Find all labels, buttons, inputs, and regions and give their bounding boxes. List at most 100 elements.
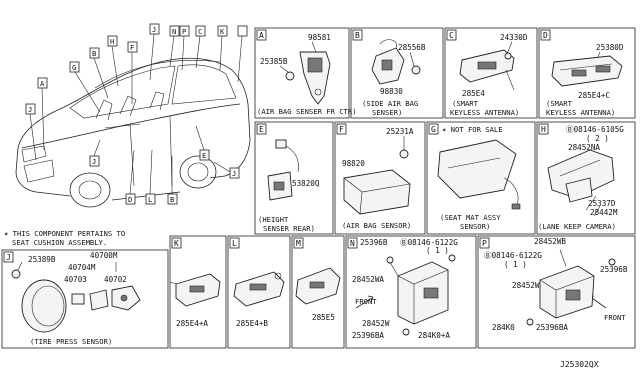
svg-text:J: J xyxy=(28,105,32,114)
svg-text:28452W: 28452W xyxy=(362,319,390,328)
svg-text:284K0+A: 284K0+A xyxy=(418,331,450,340)
svg-text:28452WB: 28452WB xyxy=(534,237,566,246)
smart-keyless-antenna-d-part xyxy=(551,55,623,87)
smart-keyless-antenna-l-part xyxy=(233,271,285,307)
section-E: E 53820Q (HEIGHT SENSER REAR) xyxy=(254,121,334,235)
lane-keep-camera-part xyxy=(547,149,615,217)
svg-text:25396BA: 25396BA xyxy=(536,323,568,332)
front-arrow-n: FRONT xyxy=(355,295,377,309)
svg-text:K: K xyxy=(220,27,225,36)
section-L: L 285E4+B xyxy=(227,235,291,349)
svg-text:40704M: 40704M xyxy=(68,263,96,272)
callout-D: D xyxy=(125,149,136,205)
svg-text:G: G xyxy=(431,125,436,134)
svg-text:J: J xyxy=(92,157,96,166)
svg-text:N: N xyxy=(350,239,355,248)
svg-text:Ⓑ08146-6122G: Ⓑ08146-6122G xyxy=(400,238,458,247)
svg-text:( 1 ): ( 1 ) xyxy=(504,260,527,269)
svg-text:284K0: 284K0 xyxy=(492,323,515,332)
svg-text:J: J xyxy=(232,169,236,178)
bracket-module-p-part xyxy=(526,249,616,326)
section-N: N 25396B Ⓑ08146-6122G ( 1 ) 28452WA 2845… xyxy=(345,235,477,349)
svg-text:A: A xyxy=(40,79,45,88)
callout-G: G xyxy=(69,61,101,113)
svg-text:25396BA: 25396BA xyxy=(352,331,384,340)
svg-text:H: H xyxy=(541,125,546,134)
bracket-module-n-part xyxy=(386,254,456,336)
svg-text:25385B: 25385B xyxy=(260,57,288,66)
smart-keyless-antenna-c-part xyxy=(459,49,515,91)
svg-text:98581: 98581 xyxy=(308,33,331,42)
svg-text:C: C xyxy=(449,31,454,40)
airbag-sensor-unit-part xyxy=(343,149,411,215)
svg-text:B: B xyxy=(355,31,360,40)
section-C: C 24330D 285E4 (SMART KEYLESS ANTENNA) xyxy=(444,27,538,119)
svg-text:( 1 ): ( 1 ) xyxy=(426,246,449,255)
svg-text:( 2 ): ( 2 ) xyxy=(586,134,609,143)
callout-B-top: B xyxy=(89,47,109,99)
svg-text:40700M: 40700M xyxy=(90,251,118,260)
svg-text:D: D xyxy=(543,31,548,40)
height-sensor-rear-part xyxy=(267,139,299,201)
section-G: G ✶ NOT FOR SALE (SEAT MAT ASSY SENSOR) xyxy=(426,121,536,235)
svg-text:(HEIGHT: (HEIGHT xyxy=(258,215,289,224)
svg-text:SEAT CUSHION ASSEMBLY.: SEAT CUSHION ASSEMBLY. xyxy=(12,238,107,247)
section-M: M 285E5 xyxy=(291,235,345,349)
callout-J-left: J xyxy=(25,103,37,161)
callout-L: L xyxy=(145,149,156,205)
front-arrow-p: FRONT xyxy=(589,295,626,322)
section-J: ✶ THIS COMPONENT PERTAINS TO SEAT CUSHIO… xyxy=(1,229,169,349)
callout-B-bottom: B xyxy=(167,156,178,205)
svg-text:H: H xyxy=(110,37,114,46)
section-P: P 28452WB Ⓑ08146-6122G ( 1 ) 25396B 2845… xyxy=(477,235,636,349)
svg-text:25396B: 25396B xyxy=(600,265,628,274)
svg-text:40703: 40703 xyxy=(64,275,87,284)
svg-text:285E4: 285E4 xyxy=(462,89,485,98)
svg-text:25337D: 25337D xyxy=(588,199,616,208)
svg-text:24330D: 24330D xyxy=(500,33,528,42)
svg-text:28442M: 28442M xyxy=(590,208,618,217)
svg-text:G: G xyxy=(72,63,76,72)
svg-text:L: L xyxy=(232,239,237,248)
svg-text:(AIR BAG SENSOR): (AIR BAG SENSOR) xyxy=(342,221,411,230)
svg-text:B: B xyxy=(170,195,174,204)
diagram-code: J25302QX xyxy=(560,360,599,369)
svg-text:SENSER): SENSER) xyxy=(372,108,402,117)
svg-text:J: J xyxy=(152,25,156,34)
svg-text:(SMART: (SMART xyxy=(546,99,573,108)
svg-text:N: N xyxy=(172,27,176,36)
vehicle-illustration xyxy=(15,57,251,208)
callout-M: N xyxy=(169,25,180,67)
svg-text:(SEAT MAT ASSY: (SEAT MAT ASSY xyxy=(440,213,501,222)
svg-text:98830: 98830 xyxy=(380,87,403,96)
svg-text:285E4+B: 285E4+B xyxy=(236,319,268,328)
svg-text:28556B: 28556B xyxy=(398,43,426,52)
front-airbag-sensor-part xyxy=(285,51,331,105)
svg-text:F: F xyxy=(339,125,344,134)
callout-A: A xyxy=(37,77,48,151)
svg-text:285E5: 285E5 xyxy=(312,313,335,322)
svg-text:Ⓑ08146-6122G: Ⓑ08146-6122G xyxy=(484,251,542,260)
callout-C: C xyxy=(195,25,206,69)
svg-text:285E4+A: 285E4+A xyxy=(176,319,208,328)
svg-text:E: E xyxy=(259,125,264,134)
svg-text:A: A xyxy=(259,31,264,40)
svg-text:(SMART: (SMART xyxy=(452,99,479,108)
svg-text:25389B: 25389B xyxy=(28,255,56,264)
smart-keyless-antenna-k-part xyxy=(169,273,221,307)
svg-text:M: M xyxy=(296,239,301,248)
svg-text:K: K xyxy=(174,239,179,248)
callout-J-right: J xyxy=(213,161,240,179)
svg-text:✶ THIS COMPONENT PERTAINS TO: ✶ THIS COMPONENT PERTAINS TO xyxy=(4,229,125,238)
svg-text:28452WA: 28452WA xyxy=(352,275,384,284)
svg-text:285E4+C: 285E4+C xyxy=(578,91,610,100)
svg-text:FRONT: FRONT xyxy=(604,313,626,322)
section-D: D 25380D 285E4+C (SMART KEYLESS ANTENNA) xyxy=(538,27,636,119)
svg-text:SENSOR): SENSOR) xyxy=(460,222,490,231)
svg-text:28452W: 28452W xyxy=(512,281,540,290)
callout-N: P xyxy=(179,25,190,71)
svg-text:B: B xyxy=(92,49,96,58)
callout-J-bottom: J xyxy=(89,139,101,167)
svg-text:(LANE KEEP CAMERA): (LANE KEEP CAMERA) xyxy=(538,222,616,231)
